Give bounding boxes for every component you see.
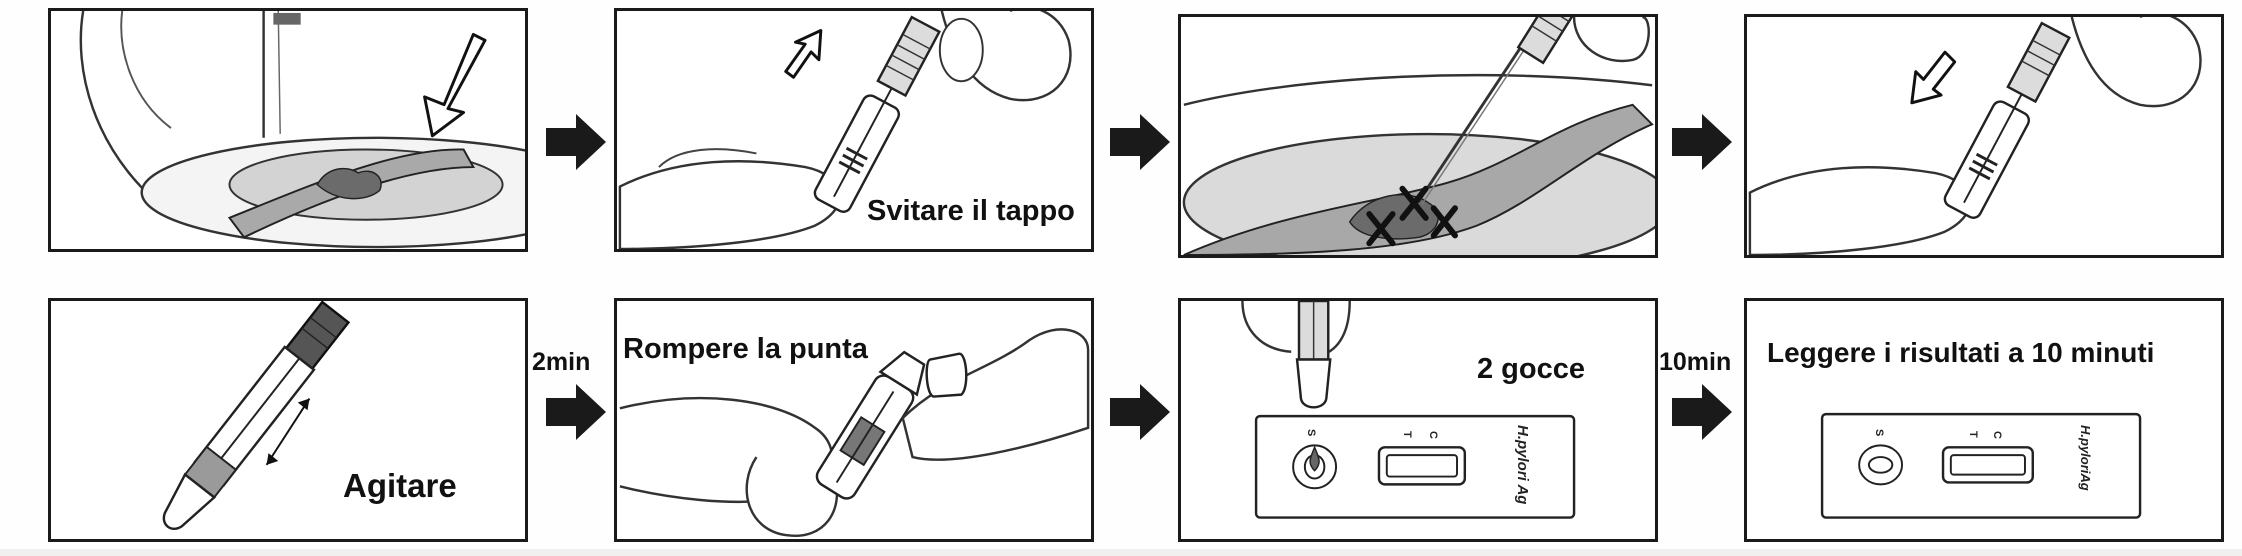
next-arrow-2 [1110,114,1170,170]
step7-caption: 2 gocce [1477,353,1585,385]
unscrew-cap-illustration [618,11,1072,249]
step8-panel: Leggere i risultati a 10 minuti S T C H.… [1744,298,2224,542]
next-arrow-6 [1110,384,1170,440]
next-arrow-1 [546,114,606,170]
bottom-strip [0,549,2242,556]
reinsert-stick-illustration [1748,17,2202,255]
cassette-label: H.pylori Ag [1514,425,1531,505]
step7-panel: 2 gocce S T C H.pylori Ag [1178,298,1658,542]
step5-panel: Agitare [48,298,528,542]
sample-letter: S [1873,429,1885,437]
timer-10min: 10min [1659,348,1732,376]
step5-caption: Agitare [343,467,457,504]
step3-panel [1178,14,1658,258]
shake-tube-illustration [162,301,351,531]
timer-2min: 2min [532,348,591,376]
test-letter: T [1401,431,1413,438]
step2-panel: Svitare il tappo [614,8,1094,252]
read-result-illustration [1820,412,2142,519]
next-arrow-7 [1672,384,1732,440]
add-drops-illustration [1241,301,1576,519]
test-letter: T [1967,431,1979,438]
control-letter: C [1991,431,2003,439]
step6-caption: Rompere la punta [623,333,868,365]
next-arrow-5 [546,384,606,440]
sample-collection-illustration [1182,17,1655,255]
step8-caption: Leggere i risultati a 10 minuti [1767,337,2155,368]
cassette-label: H.pyloriAg [2078,425,2093,491]
step1-panel [48,8,528,252]
step2-caption: Svitare il tappo [867,195,1075,227]
sample-letter: S [1305,429,1317,437]
break-tip-illustration [619,328,1090,538]
step6-panel: Rompere la punta [614,298,1094,542]
next-arrow-3 [1672,114,1732,170]
step4-panel [1744,14,2224,258]
toilet-illustration [79,11,525,249]
control-letter: C [1427,431,1439,439]
